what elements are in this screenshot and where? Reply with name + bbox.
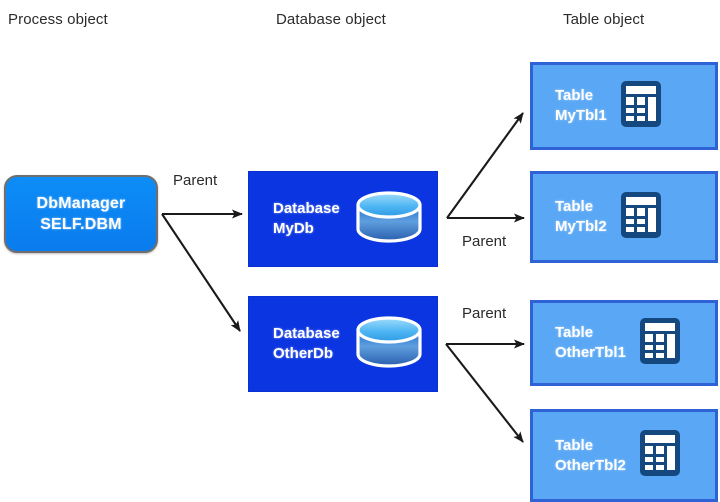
table-grid-icon <box>619 190 663 245</box>
database-mydb-name: MyDb <box>273 220 314 237</box>
table-grid-icon <box>638 428 682 483</box>
arrow-dbmanager-to-otherdb <box>161 213 241 332</box>
table-othertbl2-name: OtherTbl2 <box>555 456 626 474</box>
dbmanager-subtitle: SELF.DBM <box>40 216 122 233</box>
edge-label-parent-otherdb-othertbl1: Parent <box>461 305 508 322</box>
edge-label-parent-dbmanager-mydb: Parent <box>172 172 219 189</box>
table-grid-icon <box>619 79 663 134</box>
table-grid-icon <box>638 316 682 371</box>
database-cylinder-icon <box>352 313 426 376</box>
table-mytbl1-name: MyTbl1 <box>555 107 607 124</box>
table-othertbl1-label: Table OtherTbl1 <box>555 323 626 363</box>
node-database-otherdb[interactable]: Database OtherDb <box>248 296 438 392</box>
table-mytbl2-label: Table MyTbl2 <box>555 197 607 237</box>
node-dbmanager[interactable]: DbManager SELF.DBM <box>4 175 158 253</box>
table-othertbl2-label: Table OtherTbl2 <box>555 436 626 476</box>
database-mydb-label: Database MyDb <box>273 199 340 239</box>
node-table-othertbl2[interactable]: Table OtherTbl2 <box>530 409 718 502</box>
column-header-table-object: Table object <box>563 11 645 28</box>
dbmanager-title: DbManager <box>36 195 126 212</box>
node-table-mytbl1[interactable]: Table MyTbl1 <box>530 62 718 150</box>
database-otherdb-label: Database OtherDb <box>273 324 340 364</box>
table-othertbl1-type: Table <box>555 324 594 341</box>
node-database-mydb[interactable]: Database MyDb <box>248 171 438 267</box>
table-mytbl1-type: Table <box>555 87 594 104</box>
node-table-mytbl2[interactable]: Table MyTbl2 <box>530 171 718 263</box>
table-othertbl2-type: Table <box>555 436 594 454</box>
database-otherdb-type: Database <box>273 325 340 342</box>
table-mytbl2-name: MyTbl2 <box>555 218 607 235</box>
column-header-database-object: Database object <box>276 11 386 28</box>
table-mytbl2-type: Table <box>555 198 594 215</box>
arrow-mydb-to-mytbl1 <box>446 112 524 219</box>
table-mytbl1-label: Table MyTbl1 <box>555 86 607 126</box>
database-cylinder-icon <box>352 188 426 251</box>
arrow-otherdb-to-othertbl2 <box>445 343 524 443</box>
column-header-process-object: Process object <box>8 11 108 28</box>
node-table-othertbl1[interactable]: Table OtherTbl1 <box>530 300 718 386</box>
edge-label-parent-mydb-mytbl2: Parent <box>461 233 508 250</box>
database-mydb-type: Database <box>273 200 340 217</box>
database-otherdb-name: OtherDb <box>273 345 333 362</box>
table-othertbl1-name: OtherTbl1 <box>555 344 626 361</box>
